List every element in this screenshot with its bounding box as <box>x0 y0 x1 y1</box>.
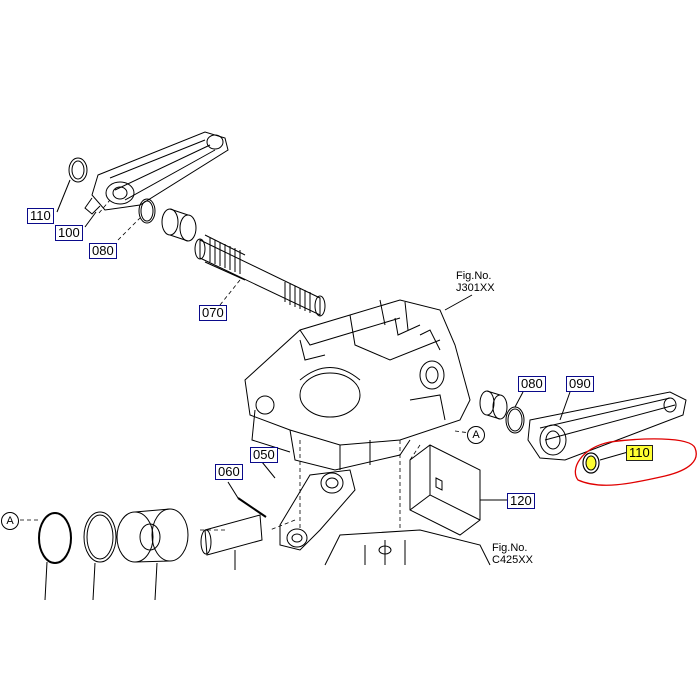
fig-ref-2: Fig.No. C425XX <box>492 542 533 566</box>
bottom-block <box>324 529 491 566</box>
o-ring-top <box>138 198 156 224</box>
circlip-top <box>68 157 88 183</box>
piston <box>116 508 189 563</box>
part-label-080-right: 080 <box>518 376 546 392</box>
bushing-top <box>161 208 197 242</box>
highlight-annotation-circle <box>574 438 697 486</box>
marker-a-right: A <box>467 426 485 444</box>
fig-ref-2-title: Fig.No. <box>492 542 528 554</box>
part-label-120: 120 <box>507 493 535 509</box>
part-label-070: 070 <box>199 305 227 321</box>
part-label-060: 060 <box>215 464 243 480</box>
o-ring-left-2 <box>83 511 117 563</box>
bushing-right <box>479 390 508 420</box>
circlip-right <box>582 452 600 474</box>
lift-arm-top <box>84 131 229 215</box>
pin <box>237 497 267 518</box>
part-label-110-top: 110 <box>27 208 54 224</box>
o-ring-right <box>505 406 525 434</box>
o-ring-left-1 <box>38 512 72 564</box>
fig-ref-1: Fig.No. J301XX <box>456 270 495 294</box>
lift-shaft <box>194 234 326 317</box>
part-label-110-right: 110 <box>626 445 653 461</box>
filter-plate <box>409 444 481 536</box>
lift-arm-right <box>527 391 687 461</box>
hydraulic-housing <box>244 299 471 471</box>
part-label-050: 050 <box>250 447 278 463</box>
fig-ref-1-code: J301XX <box>456 282 495 294</box>
piston-rod <box>200 514 263 556</box>
fig-ref-2-code: C425XX <box>492 554 533 566</box>
link-arm <box>279 469 356 551</box>
part-label-090: 090 <box>566 376 594 392</box>
fig-ref-1-title: Fig.No. <box>456 270 492 282</box>
part-label-080-top: 080 <box>89 243 117 259</box>
marker-a-left: A <box>1 512 19 530</box>
part-label-100: 100 <box>55 225 83 241</box>
